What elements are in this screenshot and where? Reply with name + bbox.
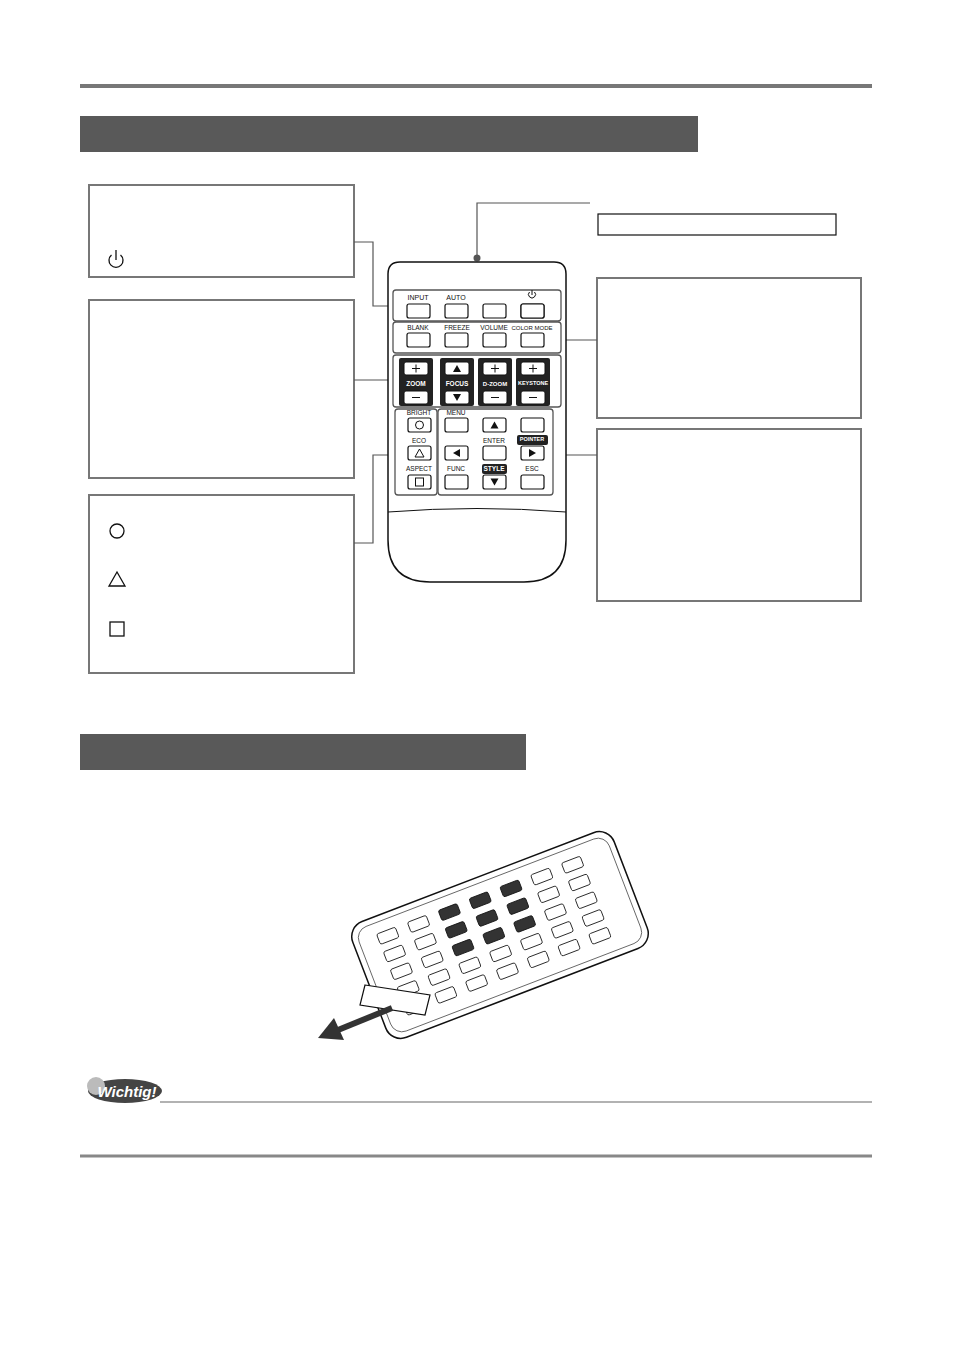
button-label: ESC xyxy=(525,466,538,473)
note-badge: Wichtig! xyxy=(97,1084,156,1099)
button-label: ASPECT xyxy=(406,466,432,473)
button-label: D-ZOOM xyxy=(483,381,507,387)
button-label: AUTO xyxy=(446,294,465,301)
button-label: FREEZE xyxy=(444,325,470,332)
button-label: ENTER xyxy=(483,438,505,445)
button-label: BLANK xyxy=(407,325,428,332)
button-label: FUNC xyxy=(447,466,465,473)
button-label: ZOOM xyxy=(406,381,426,388)
button-label: FOCUS xyxy=(446,381,469,388)
button-label: STYLE xyxy=(484,466,505,473)
button-label: POINTER xyxy=(520,437,544,443)
button-label: ECO xyxy=(412,438,426,445)
button-label: INPUT xyxy=(408,294,429,301)
button-label: COLOR MODE xyxy=(511,325,552,331)
button-label: MENU xyxy=(446,410,465,417)
button-label: KEYSTONE xyxy=(518,381,548,387)
button-label: BRIGHT xyxy=(407,410,432,417)
button-label: VOLUME xyxy=(480,325,507,332)
